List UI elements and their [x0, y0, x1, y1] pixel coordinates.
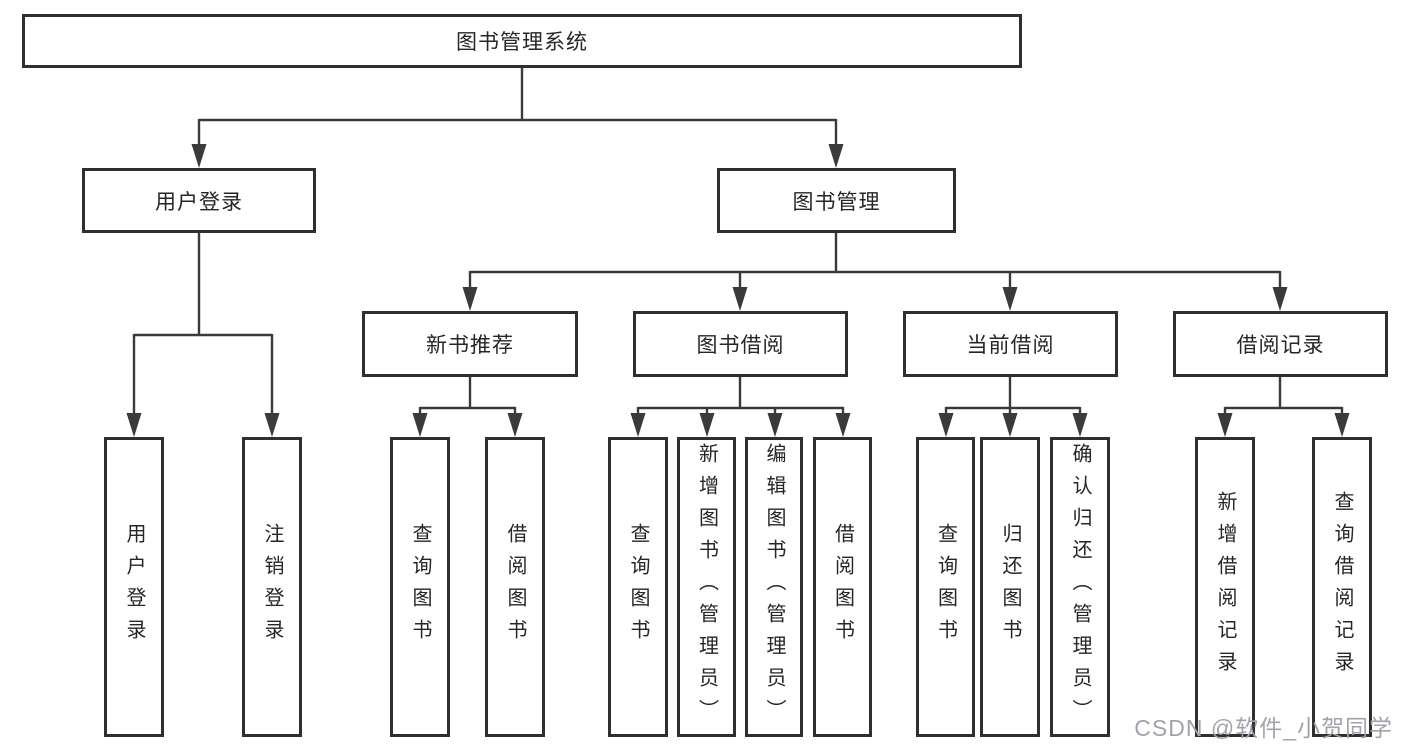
leaf-query-books-borrow: 查询图书: [608, 437, 668, 737]
leaf-borrow-books-recommend: 借阅图书: [485, 437, 545, 737]
connector-lines: [132, 68, 1344, 415]
leaf-query-borrow-record: 查询借阅记录: [1312, 437, 1372, 737]
node-label: 用户登录: [155, 190, 243, 214]
node-borrowing-records: 借阅记录: [1173, 311, 1388, 377]
node-label: 归还图书: [999, 523, 1021, 651]
node-label: 确认归还（管理员）: [1069, 443, 1091, 731]
node-book-management: 图书管理: [717, 168, 956, 233]
leaf-confirm-return-admin: 确认归还（管理员）: [1050, 437, 1110, 737]
node-label: 新书推荐: [426, 334, 514, 357]
node-label: 借阅图书: [831, 523, 854, 651]
leaf-query-books-current: 查询图书: [916, 437, 975, 737]
node-label: 图书管理: [792, 190, 881, 214]
leaf-user-login: 用户登录: [104, 437, 164, 737]
node-label: 新增图书（管理员）: [695, 443, 718, 731]
leaf-add-borrow-record: 新增借阅记录: [1195, 437, 1255, 737]
node-label: 借阅记录: [1236, 334, 1325, 357]
node-book-borrowing: 图书借阅: [633, 311, 848, 377]
node-current-borrowing: 当前借阅: [903, 311, 1118, 377]
arrowheads: [126, 144, 1350, 437]
node-label: 新增借阅记录: [1214, 491, 1236, 683]
csdn-watermark: CSDN @软件_小贺同学: [1134, 715, 1393, 741]
leaf-add-books-admin: 新增图书（管理员）: [677, 437, 736, 737]
node-label: 借阅图书: [504, 523, 526, 651]
leaf-edit-books-admin: 编辑图书（管理员）: [745, 437, 803, 737]
node-library-management-system: 图书管理系统: [22, 14, 1022, 68]
leaf-query-books-recommend: 查询图书: [390, 437, 450, 737]
node-new-book-recommendation: 新书推荐: [362, 311, 578, 377]
node-label: 注销登录: [261, 523, 283, 651]
node-label: 用户登录: [123, 523, 145, 651]
node-label: 图书借阅: [696, 334, 785, 357]
leaf-return-books: 归还图书: [980, 437, 1040, 737]
node-label: 查询图书: [409, 523, 431, 651]
leaf-logout: 注销登录: [242, 437, 302, 737]
leaf-borrow-books: 借阅图书: [813, 437, 872, 737]
node-label: 查询图书: [934, 523, 957, 651]
node-label: 查询图书: [627, 523, 649, 651]
node-user-login: 用户登录: [82, 168, 316, 233]
node-label: 编辑图书（管理员）: [763, 443, 785, 731]
node-label: 当前借阅: [966, 334, 1055, 357]
node-label: 查询借阅记录: [1331, 491, 1353, 683]
node-label: 图书管理系统: [456, 31, 588, 54]
